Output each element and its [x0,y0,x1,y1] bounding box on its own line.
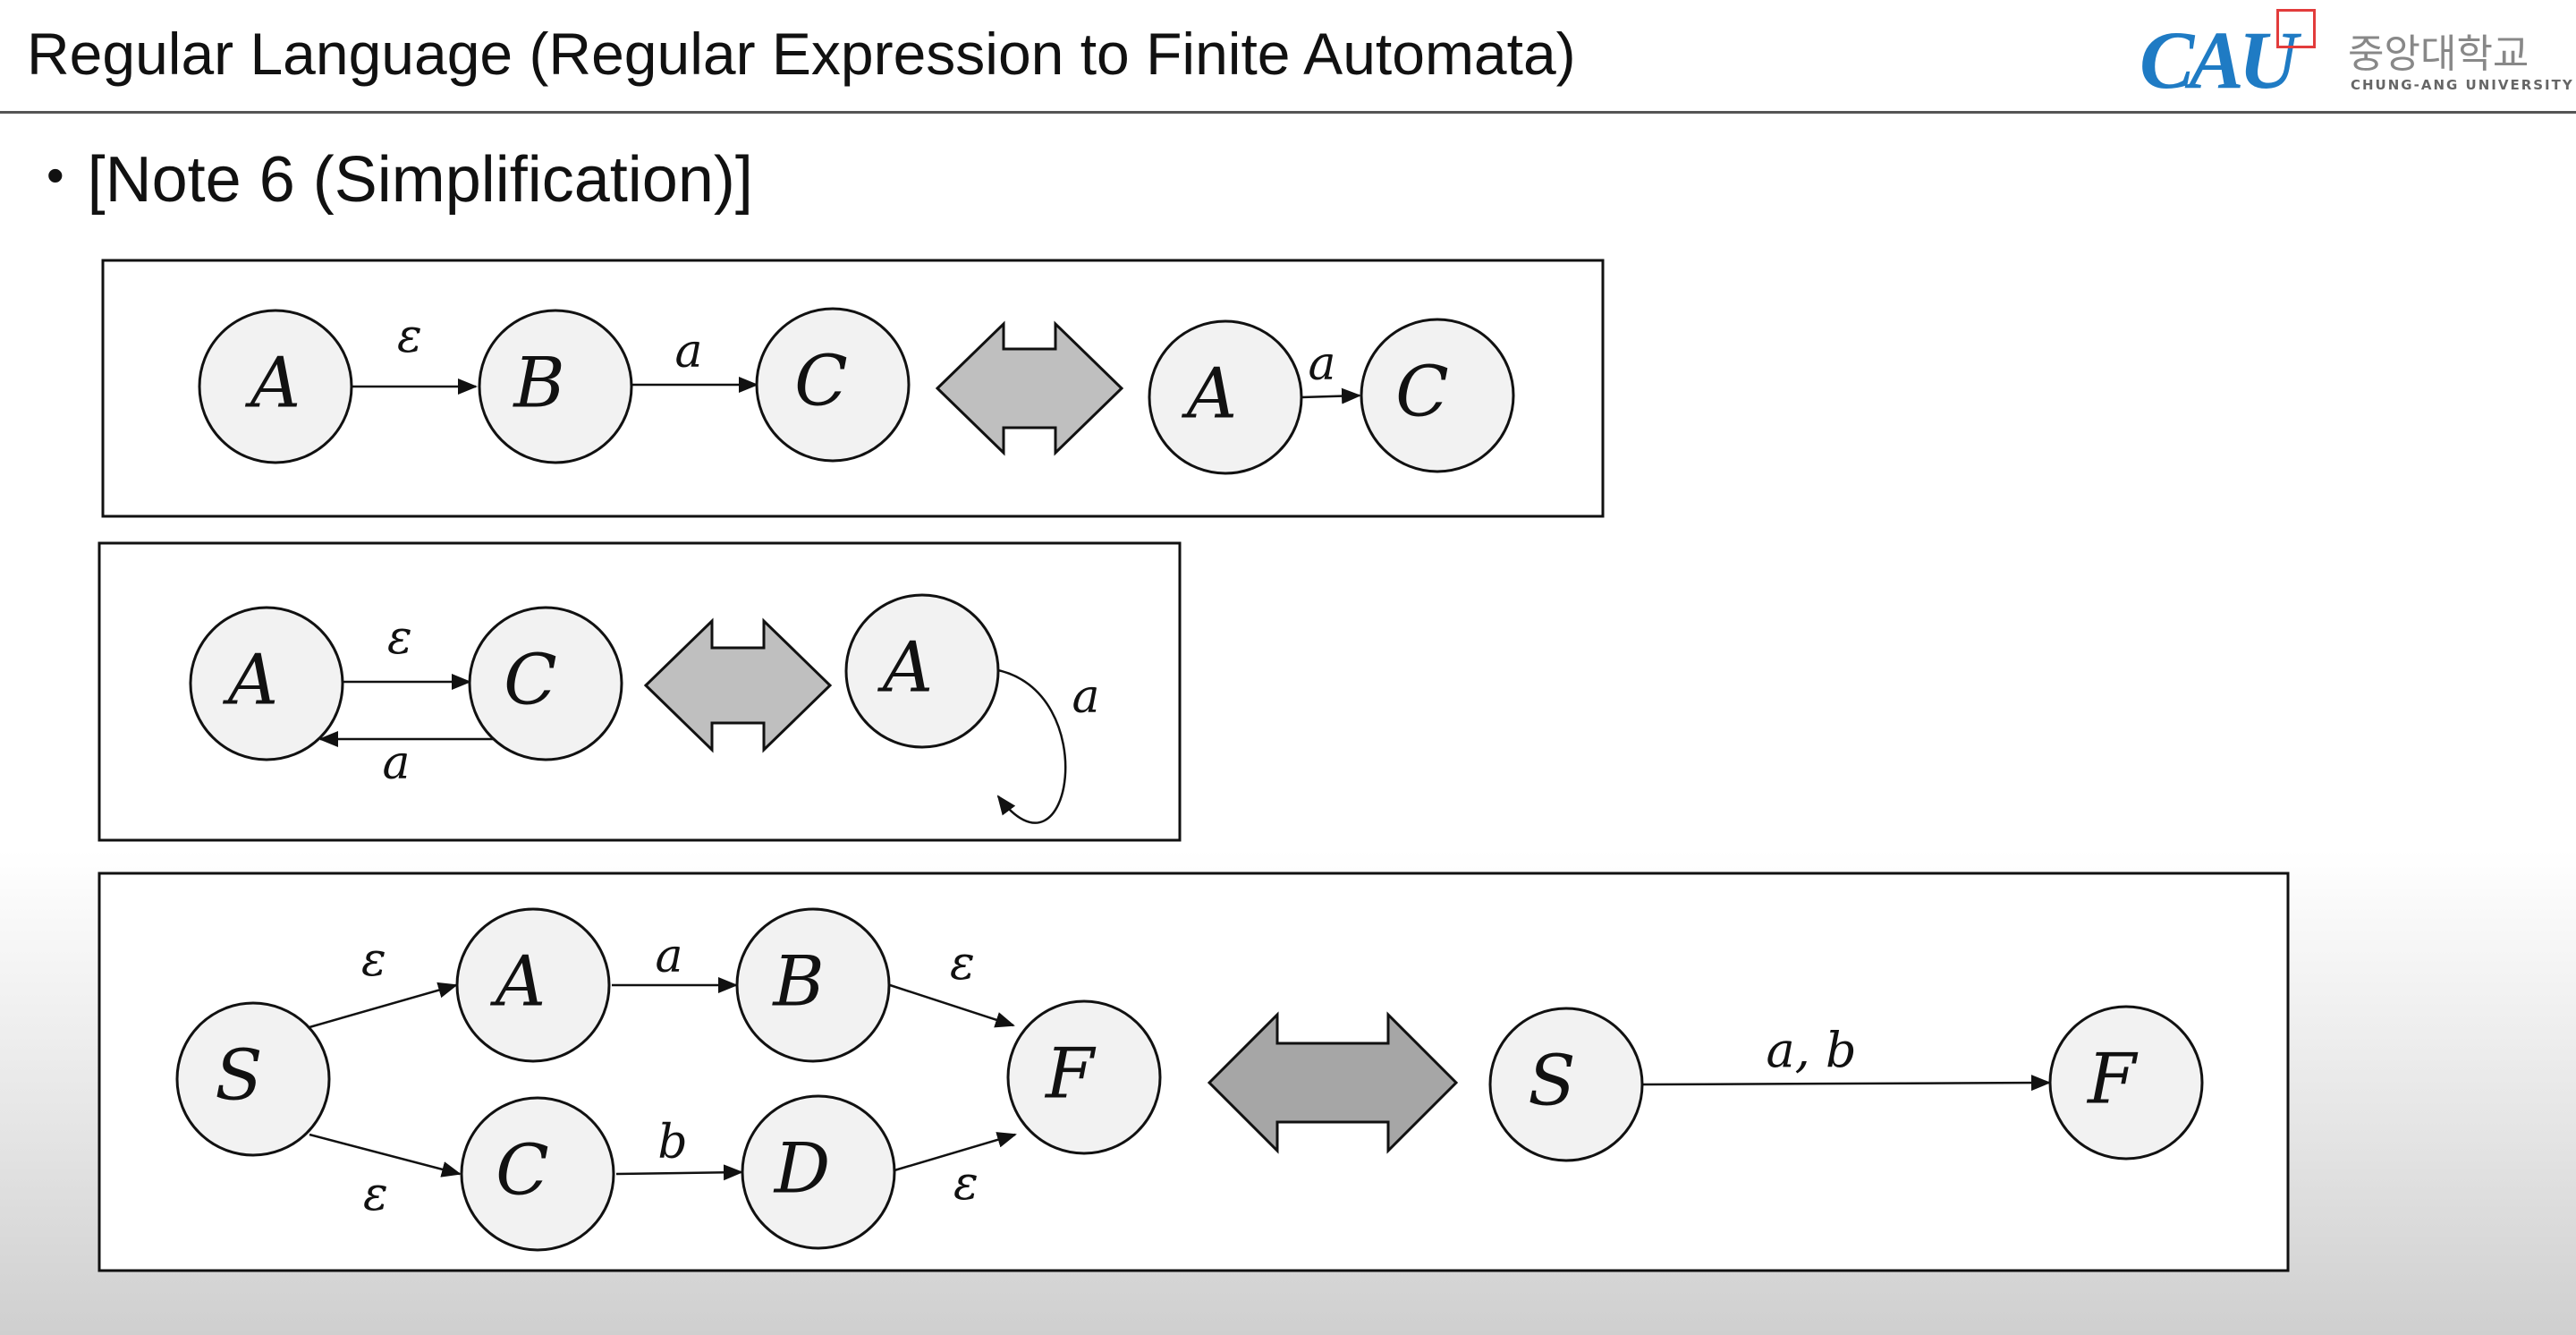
p3-state-B: B [735,907,891,1063]
p3-state-A-label: A [490,942,546,1023]
p3-edge-S-A-label: ε [361,933,386,987]
p1-state-A: A [198,309,353,464]
logo-mark: CAU [2140,14,2298,106]
p3-edge-C-D [615,1164,743,1181]
p1-simplified-state-C-circle [1360,318,1515,473]
p3-edge-B-F-label: ε [950,937,975,991]
p3-edge-S-C [309,1133,462,1178]
p3-state-D: D [741,1094,896,1250]
p3-edge-S2-F2 [1641,1075,2051,1092]
p1-state-C-circle [755,307,911,463]
bullet-icon: • [47,147,64,203]
p2-state-A: A [189,606,344,761]
logo-english-name: CHUNG-ANG UNIVERSITY [2351,77,2574,93]
slide-header: Regular Language (Regular Expression to … [0,0,2576,114]
panel-3-frame [97,872,2290,1272]
university-logo: CAU 중앙대학교 CHUNG-ANG UNIVERSITY [2129,5,2572,106]
p1-simplified-state-A: A [1148,319,1303,475]
bullet-text: [Note 6 (Simplification)] [87,144,753,216]
logo-box-icon [2276,9,2316,48]
p1-state-A-label: A [245,344,301,424]
p3-state-C-label: C [496,1131,549,1212]
p1-edge-A2-C2 [1301,387,1361,404]
p3-state-S-circle [175,1001,331,1157]
p1-state-B-circle [478,309,633,464]
p1-state-B: B [478,309,633,464]
p3-edge-C-D-label: b [657,1116,687,1169]
p3-state-D-label: D [773,1129,831,1210]
p3-edge-S2-F2-label: a, b [1766,1022,1856,1078]
p2-state-C-circle [468,606,623,761]
p3-state-A: A [455,907,611,1063]
p2-simplified-state-A: A [844,593,1000,749]
p2-simplified-state-A-label: A [877,628,933,709]
p3-state-F: F [1006,999,1162,1155]
bullet-heading: • [Note 6 (Simplification)] [47,143,753,217]
p1-simplified-state-C-label: C [1395,353,1449,433]
p2-equivalence-arrow-icon [643,617,833,753]
p3-state-D-circle [741,1094,896,1250]
p3-edge-B-F [889,983,1015,1028]
p3-edge-D-F-label: ε [953,1157,979,1211]
p1-equivalence-arrow-icon [935,320,1124,456]
p1-simplified-state-C: C [1360,318,1515,473]
p3-state-B-label: B [771,942,824,1023]
p3-state-F-label: F [1044,1034,1097,1115]
p3-state-C: C [460,1096,615,1252]
p3-simplified-state-F-label: F [2086,1040,2139,1120]
p3-edge-A-B-label: a [655,930,682,983]
p2-self-loop-label: a [1072,670,1099,724]
p3-simplified-state-S: S [1488,1007,1644,1162]
p3-simplified-state-F-circle [2048,1005,2204,1161]
p3-edge-S-C-label: ε [363,1168,388,1221]
p3-simplified-state-S-circle [1488,1007,1644,1162]
p3-edge-D-F [894,1132,1017,1172]
p3-state-C-circle [460,1096,615,1252]
p2-simplified-state-A-circle [844,593,1000,749]
p3-state-B-circle [735,907,891,1063]
p2-edge-A-C-label: ε [387,611,412,665]
p3-simplified-state-S-label: S [1528,1042,1575,1122]
p2-edge-C-A-label: a [382,736,410,790]
p1-edge-A-B-label: ε [397,310,422,363]
p2-state-C-label: C [504,641,557,721]
p1-simplified-state-A-label: A [1182,354,1237,435]
p2-state-A-circle [189,606,344,761]
p1-edge-B-C-label: a [674,325,702,378]
p3-state-F-circle [1006,999,1162,1155]
p1-state-C: C [755,307,911,463]
logo-korean-name: 중앙대학교 [2348,31,2529,77]
p3-equivalence-arrow-icon [1207,1011,1459,1154]
p2-state-A-label: A [223,641,278,721]
p1-edge-A2-C2-label: a [1308,337,1335,391]
p1-simplified-state-A-circle [1148,319,1303,475]
p1-state-C-label: C [794,342,848,422]
p1-state-B-label: B [512,344,564,424]
p3-state-A-circle [455,907,611,1063]
p3-state-S-label: S [215,1036,262,1117]
p1-state-A-circle [198,309,353,464]
p3-edge-S-A [309,982,458,1029]
p3-simplified-state-F: F [2048,1005,2204,1161]
slide-title: Regular Language (Regular Expression to … [27,21,1576,87]
p2-self-loop-A [993,668,1067,824]
p2-state-C: C [468,606,623,761]
p3-state-S: S [175,1001,331,1157]
